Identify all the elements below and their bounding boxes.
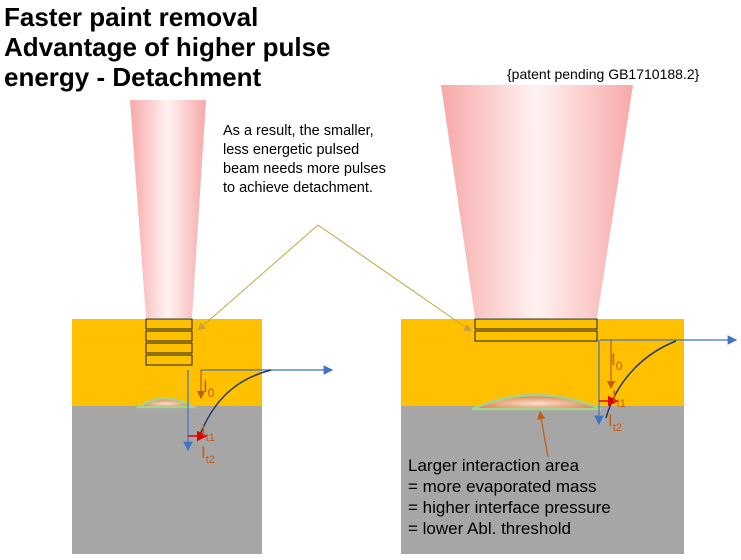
larger-line-4: = lower Abl. threshold [408,519,572,538]
left-detachment-curve [197,369,272,441]
left-laser-beam [130,100,206,318]
left-label-it2: It2 [201,443,215,466]
larger-line-2: = more evaporated mass [408,477,597,496]
right-panel [401,85,738,554]
title-line-1: Faster paint removal [4,2,259,32]
explanation-note: As a result, the smaller, less energetic… [223,123,386,196]
left-label-i0: I0 [203,377,215,400]
right-pulse-stack [474,318,598,342]
right-laser-beam [441,85,633,318]
right-area-pointer [537,410,549,458]
left-label-it1: It1 [201,421,215,444]
slide-title: Faster paint removal Advantage of higher… [4,2,331,92]
larger-area-explanation: Larger interaction area = more evaporate… [408,455,611,539]
left-substrate [72,406,262,554]
right-plasma [471,393,602,411]
patent-note: {patent pending GB1710188.2} [507,66,700,82]
left-panel [72,100,334,554]
right-substrate [401,406,684,554]
right-label-it1: It1 [612,387,626,410]
larger-line-1: Larger interaction area [408,456,580,475]
note-pointers [197,224,472,332]
title-line-2: Advantage of higher pulse [4,32,331,62]
right-paint-layer [401,319,684,406]
left-plasma [134,397,198,409]
title-line-3: energy - Detachment [4,62,262,92]
left-paint-layer [72,319,262,406]
left-pulse-stack [145,318,193,366]
right-label-i0: I0 [611,350,623,373]
right-label-it2: It2 [608,411,622,434]
larger-line-3: = higher interface pressure [408,498,611,517]
